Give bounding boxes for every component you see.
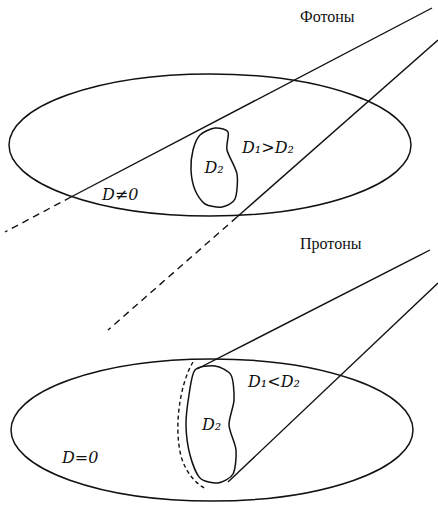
tumor-region: D₂ [183, 364, 240, 486]
tumor-outline [186, 366, 236, 483]
beam-label: Фотоны [300, 9, 355, 25]
beam-edge-dashed [5, 197, 71, 232]
dose-label: D₁>D₂ [242, 140, 294, 156]
ellipse-outline [11, 359, 413, 501]
dose-label: D₂ [202, 417, 221, 433]
dose-label: D=0 [62, 450, 98, 466]
dose-label: D₁<D₂ [248, 374, 300, 390]
beam-edge [71, 8, 432, 197]
beam-edge-dashed [108, 217, 237, 330]
beam-label: Протоны [300, 236, 361, 252]
beam-edge [228, 283, 438, 482]
tumor-outline [191, 128, 237, 207]
beam-edge [237, 40, 438, 217]
beam-edge [197, 250, 430, 369]
ellipse-outline [9, 74, 411, 216]
body-outline: D₁<D₂ D=0 D₂ [10, 358, 414, 502]
ellipse-shape [8, 73, 412, 217]
body-outline: D₁>D₂ D≠0 D₂ [8, 73, 412, 217]
tumor-region: D₂ [188, 126, 240, 210]
dose-label: D₂ [204, 160, 223, 176]
dose-label: D≠0 [102, 187, 138, 203]
